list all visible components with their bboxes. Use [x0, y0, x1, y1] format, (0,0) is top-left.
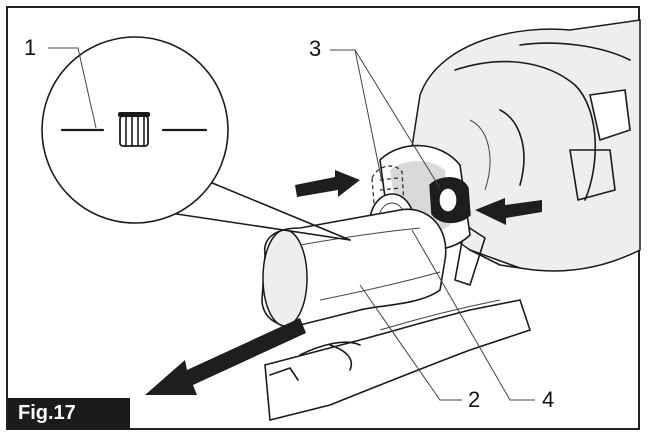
leader-lines	[48, 47, 535, 401]
lock-symbol-icon	[118, 112, 150, 147]
detail-magnifier	[41, 36, 351, 241]
nozzle-tube	[261, 208, 532, 422]
arrow-pull-out-icon	[145, 318, 306, 395]
callout-1: 1	[24, 35, 37, 60]
figure-label: Fig.17	[8, 398, 130, 429]
arrow-push-left-icon	[295, 170, 360, 197]
motion-arrows	[145, 170, 542, 395]
arrow-push-right-icon	[475, 198, 542, 225]
callout-4: 4	[542, 387, 555, 412]
callout-2: 2	[468, 387, 481, 412]
callout-3: 3	[309, 36, 322, 61]
